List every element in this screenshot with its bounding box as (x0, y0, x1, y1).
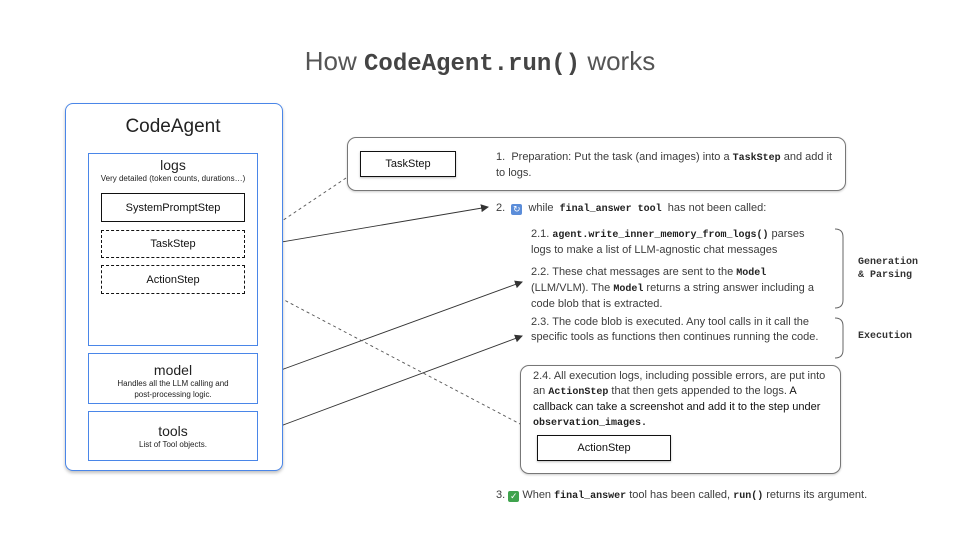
loop-text-2: has not been called: (667, 202, 767, 214)
execution-label: Execution (858, 331, 913, 342)
arrow-logs-to-loop (245, 204, 489, 249)
tools-desc: List of Tool objects. (139, 440, 207, 449)
title-code: CodeAgent.run() (364, 51, 581, 78)
step-2-3: 2.3. The code blob is executed. Any tool… (531, 315, 831, 345)
generation-label-line1: Generation (858, 257, 919, 268)
bracket-execution (834, 317, 844, 359)
s22-text-2: (LLM/VLM). The (531, 282, 611, 294)
step-number: 2.2. (531, 266, 550, 278)
s21-code: agent.write_inner_memory_from_logs() (552, 230, 769, 241)
final-text: 3. ✓ When final_answer tool has been cal… (496, 488, 936, 504)
final-code-answer: final_answer (554, 491, 627, 502)
model-desc-line1: Handles all the LLM calling and (117, 379, 229, 388)
check-icon: ✓ (508, 491, 520, 502)
s22-code-model: Model (736, 268, 767, 279)
generation-label-line2: & Parsing (858, 270, 913, 281)
bracket-generation (834, 228, 844, 309)
s21-text: parses logs to make a list of LLM-agnost… (531, 228, 805, 256)
prep-code-taskstep: TaskStep (732, 153, 781, 164)
s24-text-1: All execution logs, including possible e… (533, 370, 826, 397)
final-text-2: tool has been called, (629, 489, 731, 501)
task-step-log: TaskStep (101, 230, 245, 258)
loop-code: final_answer tool (559, 204, 662, 215)
step-number: 2.3. (531, 316, 550, 328)
step-2-4: 2.4. All execution logs, including possi… (533, 369, 833, 431)
generation-label: Generation & Parsing (858, 256, 938, 282)
s24-code-actionstep: ActionStep (548, 387, 609, 398)
step-number: 1. (496, 151, 506, 163)
preparation-text: 1. Preparation: Put the task (and images… (496, 150, 838, 181)
arrow-model-link (251, 280, 523, 385)
logs-desc: Very detailed (token counts, durations…) (100, 174, 246, 183)
s22-text-1: These chat messages are sent to the (552, 266, 734, 278)
model-title: model (153, 362, 193, 378)
arrow-tools-link (251, 334, 523, 441)
action-step-log: ActionStep (101, 265, 245, 294)
tools-panel: tools List of Tool objects. (88, 411, 258, 461)
final-text-1: When (522, 489, 552, 501)
loop-text: 2. ↻ while final_answer tool has not bee… (496, 201, 826, 217)
model-panel: model Handles all the LLM calling and po… (88, 353, 258, 404)
s23-text: The code blob is executed. Any tool call… (531, 316, 819, 343)
step-number: 2.4. (533, 370, 552, 382)
s24-text-2: that then gets appended to the logs. (611, 385, 787, 397)
task-step-box: TaskStep (360, 151, 456, 177)
step-number: 3. (496, 489, 506, 501)
step-2-2: 2.2. These chat messages are sent to the… (531, 265, 826, 312)
logs-title: logs (160, 157, 186, 173)
action-step-box: ActionStep (537, 435, 671, 461)
prep-text-1: Preparation: Put the task (and images) i… (511, 151, 730, 163)
model-desc-line2: post-processing logic. (134, 390, 212, 399)
tools-title: tools (158, 423, 188, 439)
step-2-1: 2.1. agent.write_inner_memory_from_logs(… (531, 227, 823, 258)
step-number: 2.1. (531, 228, 550, 240)
dashed-actionstep-link (247, 280, 544, 437)
step-number: 2. (496, 202, 506, 214)
s24-code-observation: observation_images. (533, 418, 648, 429)
loop-text-1: while (528, 202, 554, 214)
loop-icon: ↻ (511, 204, 523, 215)
title-suffix: works (587, 46, 656, 76)
s22-text-3: returns a string answer including a code… (531, 282, 814, 310)
title-prefix: How (304, 46, 357, 76)
codeagent-title: CodeAgent (125, 116, 221, 137)
final-text-3: returns its argument. (766, 489, 868, 501)
s22-code-model-2: Model (613, 284, 644, 295)
page-title: How CodeAgent.run() works (0, 46, 960, 78)
system-prompt-step: SystemPromptStep (101, 193, 245, 222)
s24-text-3: A callback can take a screenshot and add… (533, 385, 821, 413)
prep-text-2: and add it to logs. (496, 151, 833, 179)
final-code-run: run() (733, 491, 764, 502)
